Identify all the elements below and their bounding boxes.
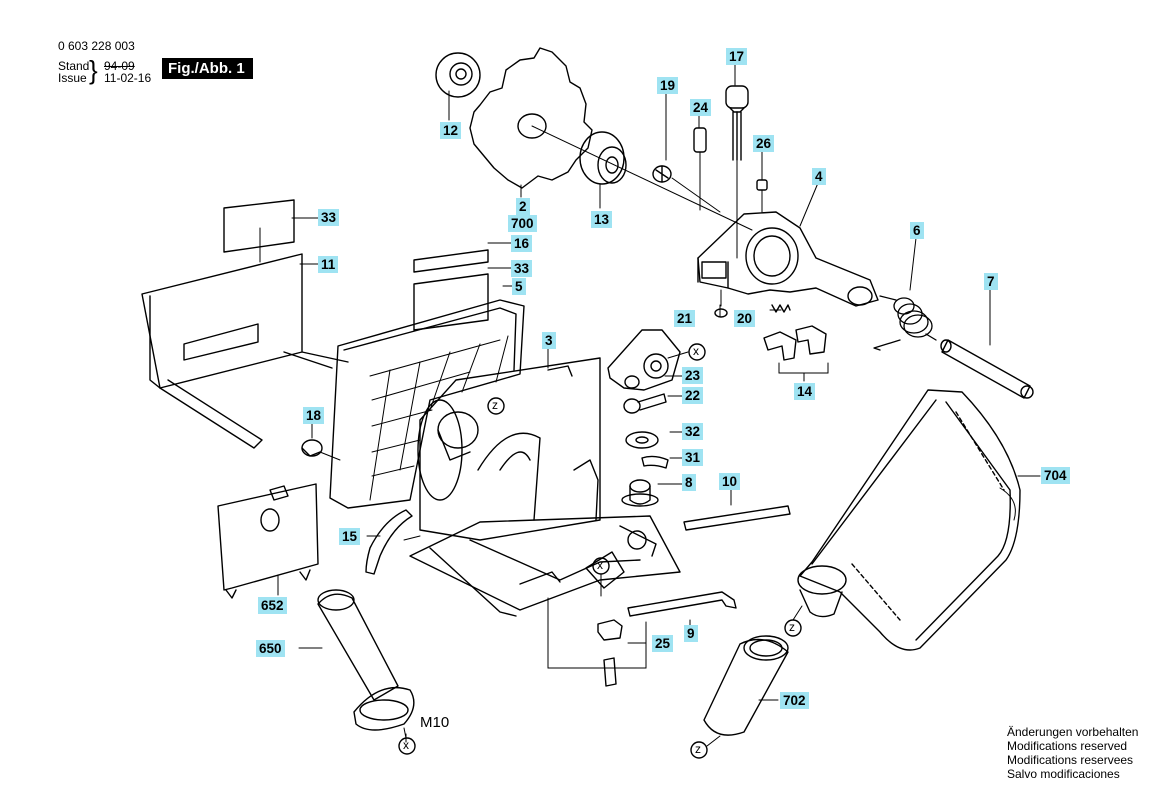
callout-label: 19 xyxy=(657,77,679,94)
marker-z: z xyxy=(789,620,795,634)
screw-17 xyxy=(726,86,748,258)
callout-label: 4 xyxy=(812,168,826,185)
callout-label: 25 xyxy=(652,635,674,652)
pin-7 xyxy=(941,340,1033,398)
spring-6 xyxy=(874,296,936,350)
marker-x: x xyxy=(597,558,603,572)
callout-label: 652 xyxy=(258,597,287,614)
washer-21-spring-20 xyxy=(715,290,790,317)
callout-label: 16 xyxy=(511,235,533,252)
small-screws xyxy=(653,128,767,212)
tube-702 xyxy=(704,636,788,735)
callout-label: 17 xyxy=(726,48,748,65)
part-number: 0 603 228 003 xyxy=(58,39,135,53)
callout-label: 9 xyxy=(684,625,698,642)
cover-plate-652 xyxy=(218,484,318,598)
callout-label: 14 xyxy=(794,383,816,400)
marker-x: x xyxy=(403,738,409,752)
issue-date: 11-02-16 xyxy=(104,71,152,85)
callout-label: 33 xyxy=(318,209,340,226)
callout-label: 12 xyxy=(440,122,462,139)
hex-key-9 xyxy=(628,592,736,616)
callout-label: 702 xyxy=(780,692,809,709)
note-line: Änderungen vorbehalten xyxy=(1007,725,1139,739)
thread-label: M10 xyxy=(420,714,450,731)
main-housing-3 xyxy=(420,358,600,540)
knob-18 xyxy=(302,440,340,460)
callout-label: 650 xyxy=(256,640,285,657)
washer-32-clip-31-knob-8 xyxy=(622,432,668,506)
callout-label: 7 xyxy=(984,273,998,290)
handle-650 xyxy=(318,590,414,730)
callout-label: 33 xyxy=(511,260,533,277)
handle-housing-4 xyxy=(698,212,878,306)
screws-25 xyxy=(598,620,622,686)
callout-label: 18 xyxy=(303,407,325,424)
strip-10 xyxy=(684,506,790,530)
base-plate xyxy=(410,516,680,616)
nut-12 xyxy=(436,53,480,97)
callout-label: 8 xyxy=(682,474,696,491)
brace-symbol: } xyxy=(89,55,98,85)
cutter-blade-2 xyxy=(470,48,592,188)
callout-label: 5 xyxy=(512,278,526,295)
note-line: Modifications reservees xyxy=(1007,753,1134,767)
note-line: Salvo modificaciones xyxy=(1007,767,1120,781)
callout-label: 26 xyxy=(753,135,775,152)
modification-notes: Änderungen vorbehalten Modifications res… xyxy=(1007,725,1138,781)
leader-lines xyxy=(278,65,1040,742)
callout-label: 22 xyxy=(682,387,704,404)
labels-16-33 xyxy=(414,250,488,330)
callout-label: 31 xyxy=(682,449,704,466)
callout-label: 32 xyxy=(682,423,704,440)
marker-circles xyxy=(399,344,801,758)
callout-label: 6 xyxy=(910,222,924,239)
callout-label: 10 xyxy=(719,473,741,490)
callout-label: 20 xyxy=(734,310,756,327)
marker-x: x xyxy=(693,344,699,358)
stand-date: 94-09 xyxy=(104,59,135,73)
callout-label: 24 xyxy=(690,99,712,116)
callout-label: 15 xyxy=(339,528,361,545)
label-33-a xyxy=(224,200,294,262)
callout-label: 704 xyxy=(1041,467,1070,484)
dust-box-5 xyxy=(330,300,524,508)
guide-plate-11 xyxy=(142,254,348,448)
marker-z: z xyxy=(492,398,498,412)
stand-label: Stand xyxy=(58,59,90,73)
callout-label: 21 xyxy=(674,310,696,327)
flange-13 xyxy=(532,126,752,230)
callout-label: 13 xyxy=(591,211,613,228)
callout-label: 700 xyxy=(508,215,537,232)
callout-label: 23 xyxy=(682,367,704,384)
bracket-23 xyxy=(608,330,688,390)
dust-bag-704 xyxy=(798,390,1020,650)
screw-22 xyxy=(624,394,666,413)
hose-15 xyxy=(366,510,420,574)
callout-label: 2 xyxy=(516,198,530,215)
figure-label: Fig./Abb. 1 xyxy=(162,58,253,79)
note-line: Modifications reserved xyxy=(1007,739,1128,753)
callout-label: 3 xyxy=(542,332,556,349)
clips-14 xyxy=(764,326,826,360)
marker-z: z xyxy=(695,742,701,756)
callout-label: 11 xyxy=(318,256,339,273)
issue-label: Issue xyxy=(58,71,87,85)
marker-leaders xyxy=(404,574,802,746)
